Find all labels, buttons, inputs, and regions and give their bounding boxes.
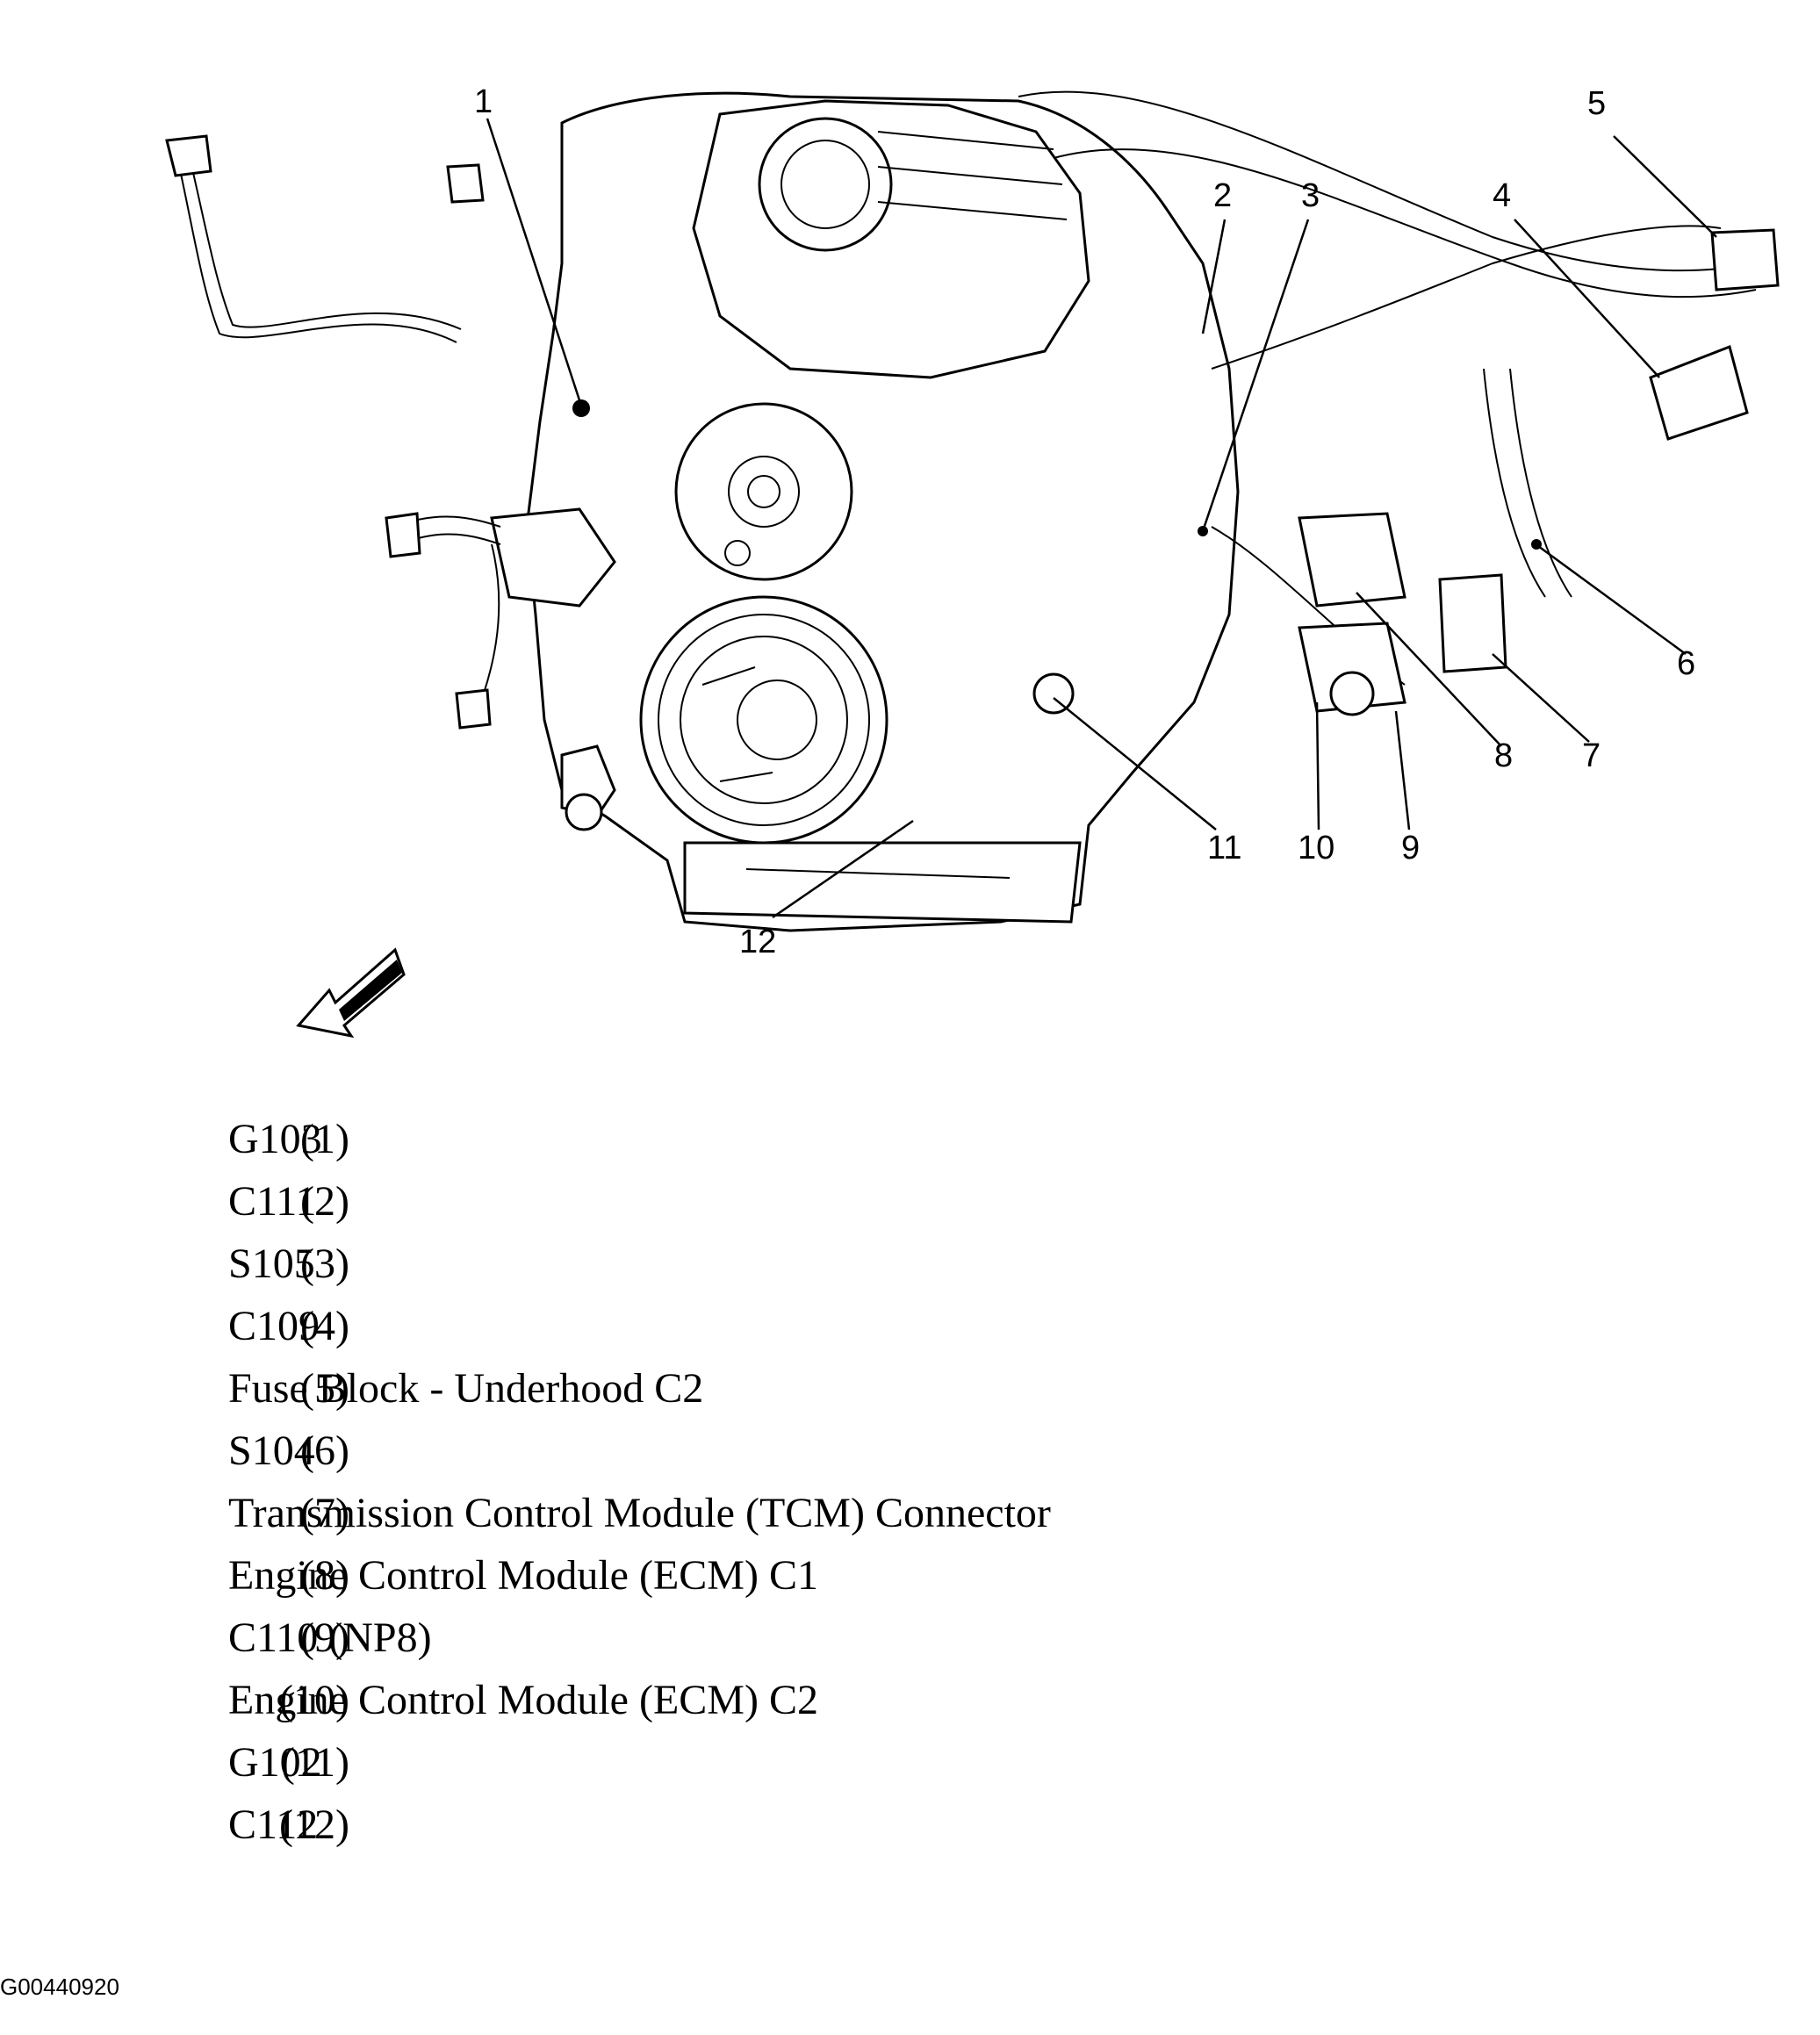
legend-text: C112	[228, 1801, 319, 1848]
legend-text: C111	[228, 1178, 317, 1225]
legend-item: (12)C112	[140, 1794, 1370, 1856]
callout-labels: 1 2 3 4 5 6 7 8 9 10 11 12	[474, 83, 1695, 960]
legend-key: (9)	[300, 1614, 349, 1661]
figure-id: G00440920	[0, 1974, 119, 2000]
legend-key: (6)	[300, 1427, 349, 1474]
legend-text: G102	[228, 1739, 322, 1786]
legend-text: C109	[228, 1303, 320, 1349]
legend-text: Fuse Block - Underhood C2	[228, 1365, 704, 1412]
engine-harness-diagram: 1 2 3 4 5 6 7 8 9 10 11 12	[165, 83, 1780, 1039]
legend-text: S104	[228, 1427, 315, 1474]
legend-item: (5)Fuse Block - Underhood C2	[140, 1357, 1370, 1420]
legend-item: (2)C111	[140, 1170, 1370, 1233]
callout-11: 11	[1207, 830, 1241, 866]
legend-key: (2)	[300, 1178, 349, 1225]
legend-key: (1)	[300, 1116, 349, 1162]
legend-key: (3)	[300, 1240, 349, 1287]
callout-10: 10	[1298, 830, 1334, 866]
legend-item: (6)S104	[140, 1420, 1370, 1482]
legend-text: S105	[228, 1240, 315, 1287]
legend-key: (10)	[279, 1677, 349, 1723]
legend-text: Engine Control Module (ECM) C2	[228, 1677, 818, 1723]
legend-item: (9)C110 (NP8)	[140, 1607, 1370, 1669]
legend-item: (1)G103	[140, 1108, 1370, 1170]
callout-6: 6	[1677, 645, 1695, 682]
callout-4: 4	[1493, 177, 1511, 214]
legend-item: (7)Transmission Control Module (TCM) Con…	[140, 1482, 1370, 1544]
callout-7: 7	[1582, 737, 1601, 774]
callout-8: 8	[1494, 737, 1513, 774]
engine-illustration	[165, 90, 1780, 932]
callout-3: 3	[1301, 177, 1320, 214]
legend: (1)G103 (2)C111 (3)S105 (4)C109 (5)Fuse …	[140, 1108, 1370, 1856]
legend-key: (7)	[300, 1490, 349, 1536]
callout-2: 2	[1213, 177, 1232, 214]
legend-text: C110 (NP8)	[228, 1614, 432, 1661]
callout-5: 5	[1587, 85, 1606, 122]
callout-9: 9	[1401, 830, 1420, 866]
leader-lines	[486, 118, 1717, 919]
legend-item: (11)G102	[140, 1731, 1370, 1794]
legend-key: (11)	[280, 1739, 349, 1786]
legend-text: Transmission Control Module (TCM) Connec…	[228, 1490, 1051, 1536]
legend-key: (12)	[279, 1801, 349, 1848]
front-direction-arrow-icon	[296, 947, 406, 1039]
legend-text: G103	[228, 1116, 322, 1162]
legend-text: Engine Control Module (ECM) C1	[228, 1552, 818, 1599]
callout-12: 12	[739, 924, 776, 960]
legend-key: (8)	[300, 1552, 349, 1599]
legend-item: (3)S105	[140, 1233, 1370, 1295]
legend-item: (8)Engine Control Module (ECM) C1	[140, 1544, 1370, 1607]
legend-key: (5)	[300, 1365, 349, 1412]
legend-item: (4)C109	[140, 1295, 1370, 1357]
callout-1: 1	[474, 83, 493, 120]
legend-item: (10)Engine Control Module (ECM) C2	[140, 1669, 1370, 1731]
legend-key: (4)	[300, 1303, 349, 1349]
